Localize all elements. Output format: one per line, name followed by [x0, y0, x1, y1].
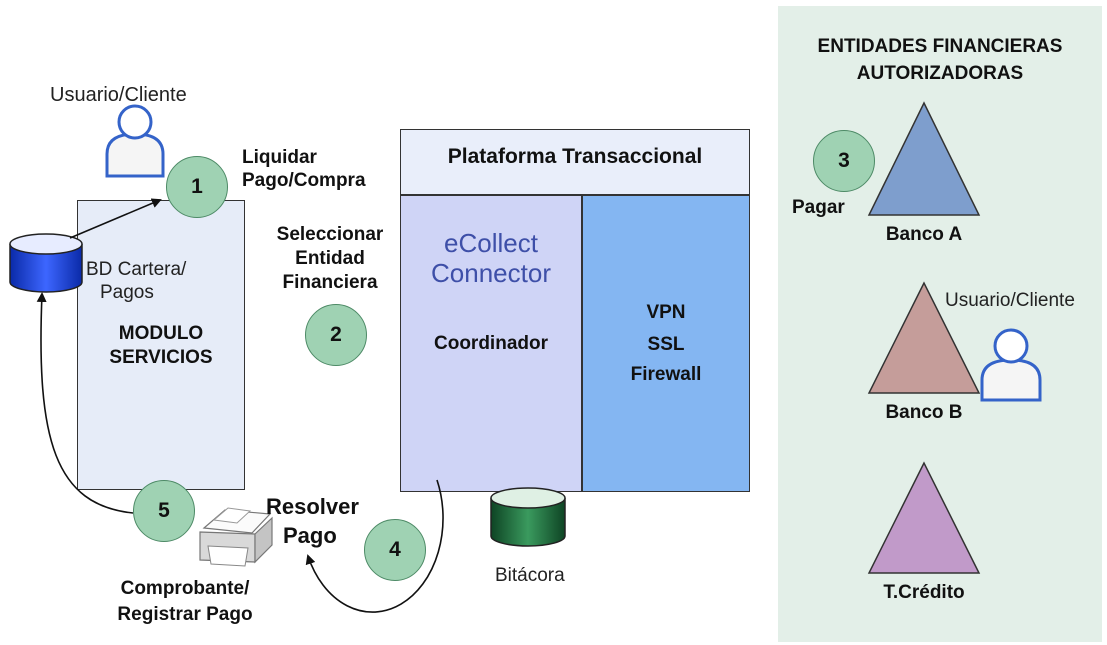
user-banco-b-label: Usuario/Cliente: [945, 290, 1075, 311]
entidades-title-line1: ENTIDADES FINANCIERAS: [817, 36, 1063, 57]
step-3-number: 3: [838, 149, 850, 172]
resolver-label-line2: Pago: [283, 523, 337, 548]
comprobante-label-line1: Comprobante/: [120, 578, 250, 599]
ecollect-label-line1: eCollect: [444, 228, 538, 258]
bd-cartera-label-line1: BD Cartera/: [86, 259, 187, 280]
tcredito-triangle: [867, 461, 981, 574]
step-2-number: 2: [330, 323, 342, 346]
modulo-label-line1: MODULO: [118, 323, 204, 344]
step-2-circle: 2: [305, 304, 367, 366]
resolver-label-line1: Resolver: [266, 494, 359, 519]
seleccionar-label-line2: Entidad: [295, 248, 365, 269]
pagar-label: Pagar: [792, 197, 845, 218]
user-top-label: Usuario/Cliente: [50, 84, 187, 106]
coordinador-label: Coordinador: [434, 333, 548, 354]
step-4-number: 4: [389, 538, 401, 561]
ssl-label: SSL: [647, 334, 685, 355]
arrow-loop-resolver: [305, 479, 444, 613]
liquidar-label-line1: Liquidar: [242, 147, 317, 168]
plataforma-title: Plataforma Transaccional: [447, 145, 703, 168]
step-1-circle: 1: [166, 156, 228, 218]
step-4-circle: 4: [364, 519, 426, 581]
printer-icon: [199, 507, 273, 567]
bd-cartera-label-line2: Pagos: [100, 282, 154, 303]
arrow-step5-to-db: [36, 292, 134, 514]
entidades-title-line2: AUTORIZADORAS: [856, 63, 1024, 84]
step-1-number: 1: [191, 175, 203, 198]
liquidar-label-line2: Pago/Compra: [242, 170, 366, 191]
ecollect-label-line2: Connector: [431, 258, 551, 288]
arrow-db-to-liquidar: [69, 198, 162, 239]
banco-a-label: Banco A: [885, 224, 963, 245]
seleccionar-label-line1: Seleccionar: [276, 224, 384, 245]
banco-b-triangle: [867, 281, 981, 394]
bitacora-label: Bitácora: [495, 565, 565, 586]
banco-b-label: Banco B: [885, 402, 963, 423]
vpn-security-box: [582, 195, 750, 492]
user-icon-top: [105, 104, 165, 178]
tcredito-label: T.Crédito: [883, 582, 965, 603]
step-3-circle: 3: [813, 130, 875, 192]
firewall-label: Firewall: [630, 364, 702, 385]
seleccionar-label-line3: Financiera: [282, 272, 378, 293]
step-5-number: 5: [158, 499, 170, 522]
banco-a-triangle: [867, 101, 981, 216]
vpn-label: VPN: [646, 302, 686, 323]
user-icon-banco-b: [980, 328, 1042, 402]
step-5-circle: 5: [133, 480, 195, 542]
ecollect-connector-box: [400, 195, 582, 492]
modulo-servicios-box: [77, 200, 245, 490]
bitacora-database-icon: [490, 487, 566, 547]
comprobante-label-line2: Registrar Pago: [117, 604, 253, 625]
plataforma-header-box: [400, 129, 750, 195]
modulo-label-line2: SERVICIOS: [109, 347, 213, 368]
bd-cartera-database-icon: [9, 233, 83, 293]
